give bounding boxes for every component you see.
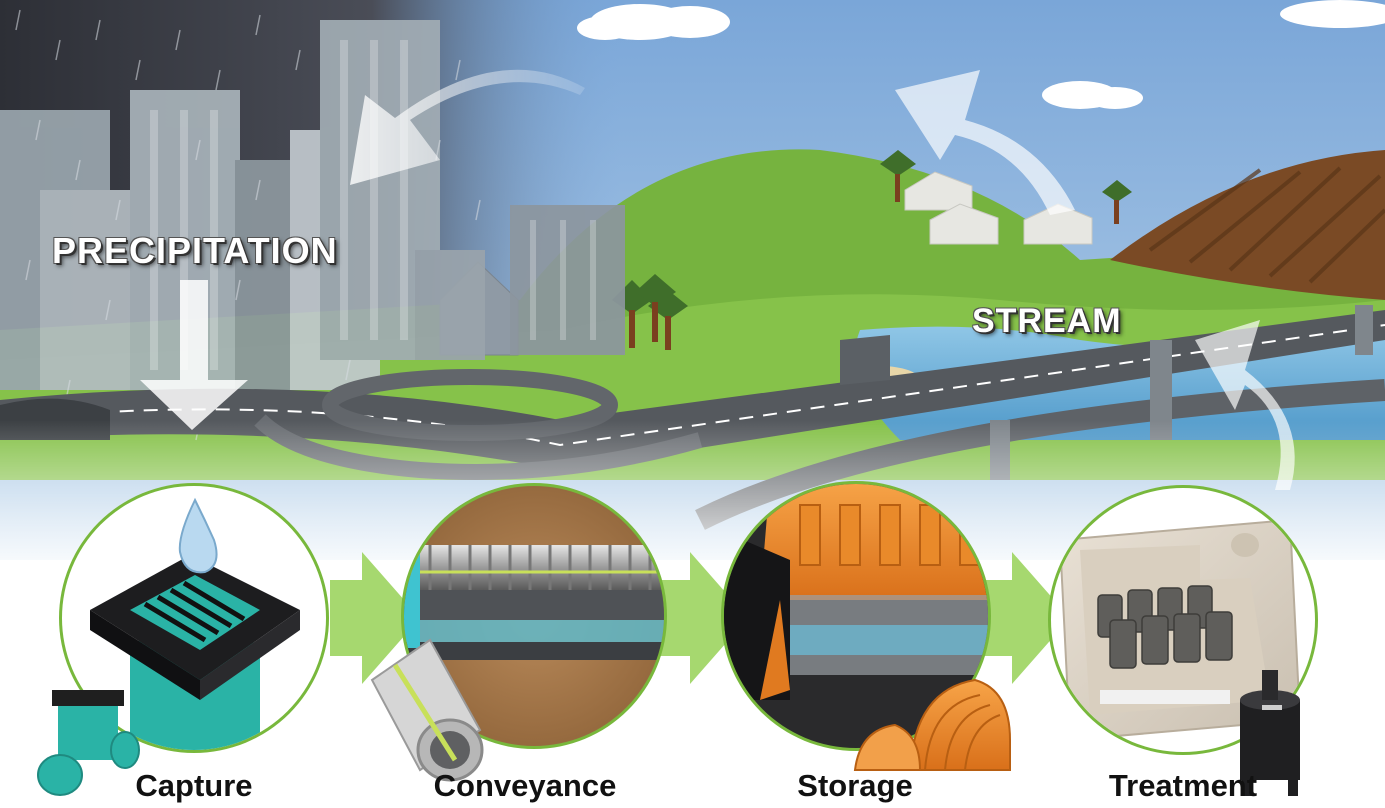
capture-circle — [59, 483, 329, 753]
treatment-circle — [1048, 485, 1318, 796]
water-drop-icon — [178, 497, 218, 574]
conveyance-circle — [370, 483, 667, 782]
flow-arrows — [330, 552, 1070, 684]
treatment-vault-icon — [1097, 585, 1233, 669]
stage-label-capture: Capture — [135, 768, 253, 803]
storage-chamber-icon — [853, 678, 1011, 771]
stage-label-treatment: Treatment — [1108, 768, 1258, 803]
pipe-icon — [370, 638, 484, 782]
precipitation-label: PRECIPITATION — [52, 230, 338, 271]
stream-label: STREAM — [972, 302, 1122, 340]
stage-label-storage: Storage — [797, 768, 913, 803]
storage-circle — [721, 481, 1011, 771]
catch-basin-icon — [37, 690, 140, 796]
stage-label-conveyance: Conveyance — [433, 768, 617, 803]
cloud-icon — [577, 0, 1385, 109]
recycle-arrow-icon — [140, 69, 1295, 490]
city-buildings — [0, 20, 625, 390]
tree-icon — [612, 150, 1132, 350]
